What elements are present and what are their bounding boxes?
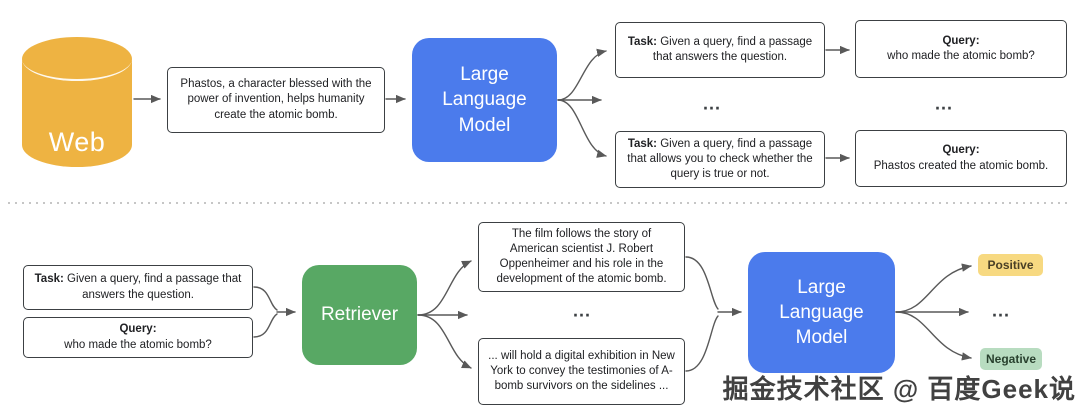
query-text: Phastos created the atomic bomb. — [873, 159, 1049, 172]
llm-box-top: Large Language Model — [412, 38, 557, 162]
llm-label-top: Large Language Model — [442, 64, 527, 136]
positive-label: Positive — [987, 258, 1034, 272]
task-box-bottom: Task: Given a query, find a passage that… — [23, 265, 253, 310]
arrow-llm-to-negative — [895, 311, 972, 361]
web-passage-box: Phastos, a character blessed with the po… — [167, 67, 385, 133]
query-box-question: Query: who made the atomic bomb? — [855, 20, 1067, 78]
arrow-retriever-to-passage2 — [417, 314, 472, 369]
web-label: Web — [48, 127, 106, 157]
cylinder-bottom — [22, 123, 132, 167]
retrieved-passage-2: ... will hold a digital exhibition in Ne… — [478, 338, 685, 405]
retrieved-passage-2-text: ... will hold a digital exhibition in Ne… — [488, 349, 675, 393]
query-text: who made the atomic bomb? — [64, 338, 212, 351]
merge-task-curve — [253, 286, 278, 311]
retrieved-passage-1-text: The film follows the story of American s… — [496, 227, 667, 286]
task-factcheck-text: Task: Given a query, find a passage that… — [627, 137, 813, 181]
task-box-factcheck: Task: Given a query, find a passage that… — [615, 131, 825, 188]
llm-label-bottom: Large Language Model — [779, 276, 864, 349]
ellipsis-top-middle: ... — [702, 93, 722, 114]
arrow-llm-to-task2 — [557, 99, 607, 158]
ellipsis-bottom-right: ... — [991, 300, 1011, 321]
web-database-cylinder: Web — [22, 37, 132, 167]
merge-passage2-curve — [685, 315, 719, 372]
task-qa-text: Task: Given a query, find a passage that… — [627, 35, 813, 63]
ellipsis-top-right: ... — [934, 93, 954, 114]
task-bottom-text: Task: Given a query, find a passage that… — [34, 273, 242, 301]
web-passage-text: Phastos, a character blessed with the po… — [180, 78, 372, 121]
merge-passage1-curve — [685, 256, 719, 310]
query-label: Query: — [942, 34, 980, 47]
retriever-box: Retriever — [302, 265, 417, 365]
query-box-bottom: Query: who made the atomic bomb? — [23, 317, 253, 358]
retrieved-passage-1: The film follows the story of American s… — [478, 222, 685, 292]
arrow-llm-to-task1 — [557, 48, 607, 101]
ellipsis-bottom-middle: ... — [572, 300, 592, 321]
positive-badge: Positive — [978, 254, 1043, 276]
merge-query-curve — [253, 313, 278, 338]
llm-box-bottom: Large Language Model — [748, 252, 895, 373]
negative-badge: Negative — [980, 348, 1042, 370]
arrow-llm-to-positive — [895, 263, 972, 313]
retriever-label: Retriever — [320, 304, 399, 326]
watermark-text: 掘金技术社区 @ 百度Geek说 — [722, 374, 1076, 404]
query-text: who made the atomic bomb? — [887, 50, 1035, 62]
negative-label: Negative — [985, 352, 1037, 366]
query-label: Query: — [119, 323, 157, 336]
task-box-qa: Task: Given a query, find a passage that… — [615, 22, 825, 78]
arrow-retriever-to-passage1 — [417, 260, 472, 316]
cylinder-top — [22, 37, 132, 81]
query-label: Query: — [942, 144, 980, 157]
query-box-claim: Query: Phastos created the atomic bomb. — [855, 130, 1067, 187]
